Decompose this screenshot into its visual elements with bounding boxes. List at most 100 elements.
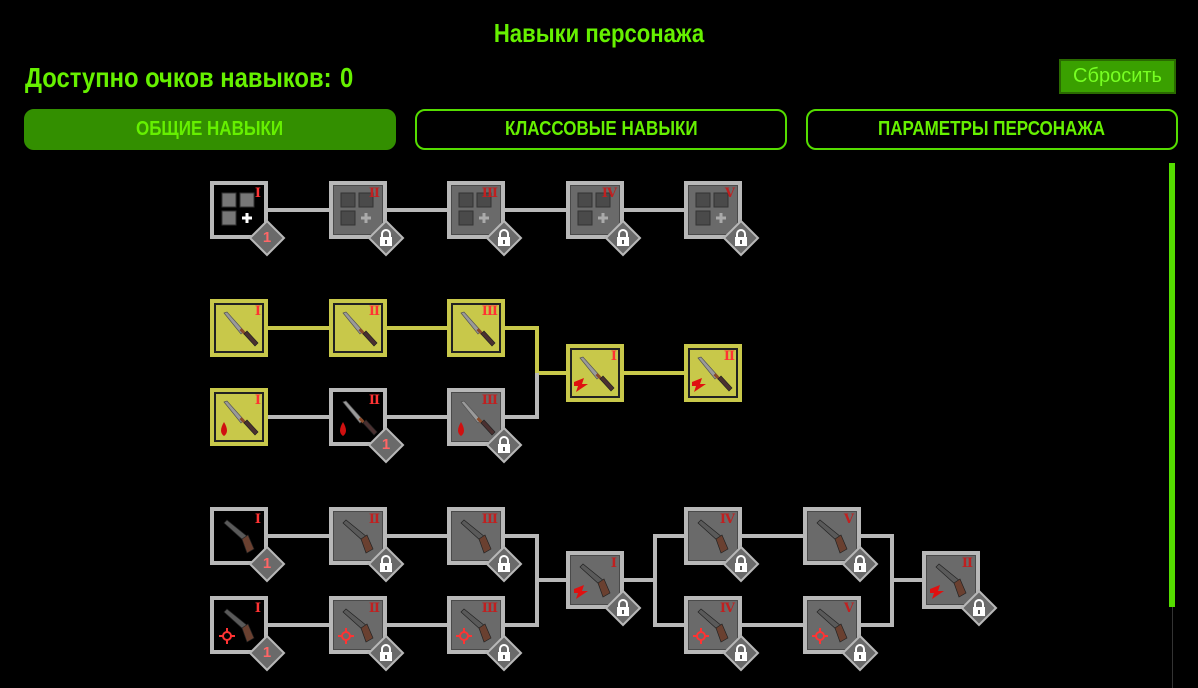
skill-node-stats-V[interactable]: V bbox=[684, 181, 760, 257]
lock-icon bbox=[498, 229, 510, 246]
skill-rank: IV bbox=[719, 512, 735, 527]
skill-rank: I bbox=[610, 349, 617, 364]
skill-node-pistol-aim-II[interactable]: II bbox=[329, 596, 405, 672]
skill-node-knife-bleed-I[interactable]: I bbox=[210, 388, 268, 446]
locked-badge bbox=[485, 545, 523, 583]
page-title: Навыки персонажа bbox=[493, 18, 705, 48]
skill-rank: I bbox=[254, 186, 261, 201]
connector-line bbox=[861, 534, 894, 627]
connector-line bbox=[653, 580, 684, 627]
skill-points-value: 0 bbox=[340, 62, 354, 93]
skill-node-knife-bleed-III[interactable]: III bbox=[447, 388, 523, 464]
knife-icon bbox=[579, 356, 615, 392]
lock-icon bbox=[617, 229, 629, 246]
skill-node-pistol-aim-III[interactable]: III bbox=[447, 596, 523, 672]
skill-node-pistol-IV[interactable]: IV bbox=[684, 507, 760, 583]
rage-icon bbox=[574, 585, 588, 599]
skill-node-stats-III[interactable]: III bbox=[447, 181, 523, 257]
tab-label: ПАРАМЕТРЫ ПЕРСОНАЖА bbox=[878, 118, 1106, 140]
skill-rank: I bbox=[254, 393, 261, 408]
skill-rank: II bbox=[368, 304, 380, 319]
lock-icon bbox=[735, 229, 747, 246]
pistol-icon bbox=[460, 519, 492, 554]
skill-rank: I bbox=[254, 512, 261, 527]
stats-icon bbox=[695, 192, 729, 226]
knife-icon bbox=[342, 311, 378, 347]
pistol-icon bbox=[697, 608, 729, 643]
tab-character-parameters[interactable]: ПАРАМЕТРЫ ПЕРСОНАЖА bbox=[806, 109, 1178, 150]
blood-drop-icon bbox=[340, 422, 346, 436]
connector-line bbox=[505, 326, 566, 375]
locked-badge bbox=[604, 589, 642, 627]
stats-icon bbox=[458, 192, 492, 226]
skill-rank: II bbox=[368, 393, 380, 408]
knife-icon bbox=[460, 400, 496, 436]
skill-node-knife-II[interactable]: II bbox=[329, 299, 387, 357]
lock-icon bbox=[973, 599, 985, 616]
pistol-icon bbox=[697, 519, 729, 554]
skill-node-pistol-rage-I[interactable]: I bbox=[566, 551, 642, 627]
skill-node-knife-I[interactable]: I bbox=[210, 299, 268, 357]
scrollbar-thumb[interactable] bbox=[1169, 163, 1175, 607]
tab-label: ОБЩИЕ НАВЫКИ bbox=[136, 118, 284, 140]
locked-badge bbox=[960, 589, 998, 627]
skill-points-label: Доступно очков навыков: bbox=[25, 62, 332, 93]
lock-icon bbox=[735, 555, 747, 572]
blood-drop-icon bbox=[221, 422, 227, 436]
skill-node-pistol-rage-II[interactable]: II bbox=[922, 551, 998, 627]
lock-icon bbox=[854, 555, 866, 572]
skill-node-stats-II[interactable]: II bbox=[329, 181, 405, 257]
knife-icon bbox=[460, 311, 496, 347]
lock-icon bbox=[498, 555, 510, 572]
skill-node-stats-IV[interactable]: IV bbox=[566, 181, 642, 257]
skill-rank: I bbox=[610, 556, 617, 571]
pistol-icon bbox=[342, 608, 374, 643]
reset-button[interactable]: Сбросить bbox=[1059, 59, 1176, 94]
skill-node-knife-rage-II[interactable]: II bbox=[684, 344, 742, 402]
skill-rank: V bbox=[843, 601, 854, 616]
stats-icon bbox=[221, 192, 255, 226]
locked-badge bbox=[604, 219, 642, 257]
skill-rank: V bbox=[843, 512, 854, 527]
skill-rank: I bbox=[254, 304, 261, 319]
locked-badge bbox=[722, 219, 760, 257]
tab-general-skills[interactable]: ОБЩИЕ НАВЫКИ bbox=[24, 109, 396, 150]
skill-rank: IV bbox=[601, 186, 617, 201]
skill-rank: III bbox=[481, 186, 498, 201]
pistol-icon bbox=[223, 608, 255, 643]
lock-icon bbox=[380, 229, 392, 246]
knife-icon bbox=[223, 400, 259, 436]
crosshair-icon bbox=[456, 628, 472, 644]
pistol-icon bbox=[223, 519, 255, 554]
locked-badge bbox=[485, 426, 523, 464]
skill-rank: II bbox=[368, 186, 380, 201]
skill-node-pistol-III[interactable]: III bbox=[447, 507, 523, 583]
skill-node-knife-III[interactable]: III bbox=[447, 299, 505, 357]
tab-label: КЛАССОВЫЕ НАВЫКИ bbox=[504, 118, 698, 140]
skill-node-knife-rage-I[interactable]: I bbox=[566, 344, 624, 402]
crosshair-icon bbox=[219, 628, 235, 644]
skill-node-pistol-V[interactable]: V bbox=[803, 507, 879, 583]
locked-badge bbox=[722, 545, 760, 583]
connector-line bbox=[624, 534, 684, 582]
crosshair-icon bbox=[693, 628, 709, 644]
skill-rank: II bbox=[723, 349, 735, 364]
skill-rank: III bbox=[481, 512, 498, 527]
pistol-icon bbox=[816, 519, 848, 554]
tab-class-skills[interactable]: КЛАССОВЫЕ НАВЫКИ bbox=[415, 109, 787, 150]
skill-node-pistol-aim-V[interactable]: V bbox=[803, 596, 879, 672]
skill-rank: III bbox=[481, 601, 498, 616]
lock-icon bbox=[617, 599, 629, 616]
skill-rank: I bbox=[254, 601, 261, 616]
locked-badge bbox=[367, 545, 405, 583]
skill-rank: II bbox=[368, 601, 380, 616]
locked-badge bbox=[485, 634, 523, 672]
skill-node-pistol-II[interactable]: II bbox=[329, 507, 405, 583]
locked-badge bbox=[841, 634, 879, 672]
lock-icon bbox=[854, 644, 866, 661]
skill-node-pistol-aim-IV[interactable]: IV bbox=[684, 596, 760, 672]
